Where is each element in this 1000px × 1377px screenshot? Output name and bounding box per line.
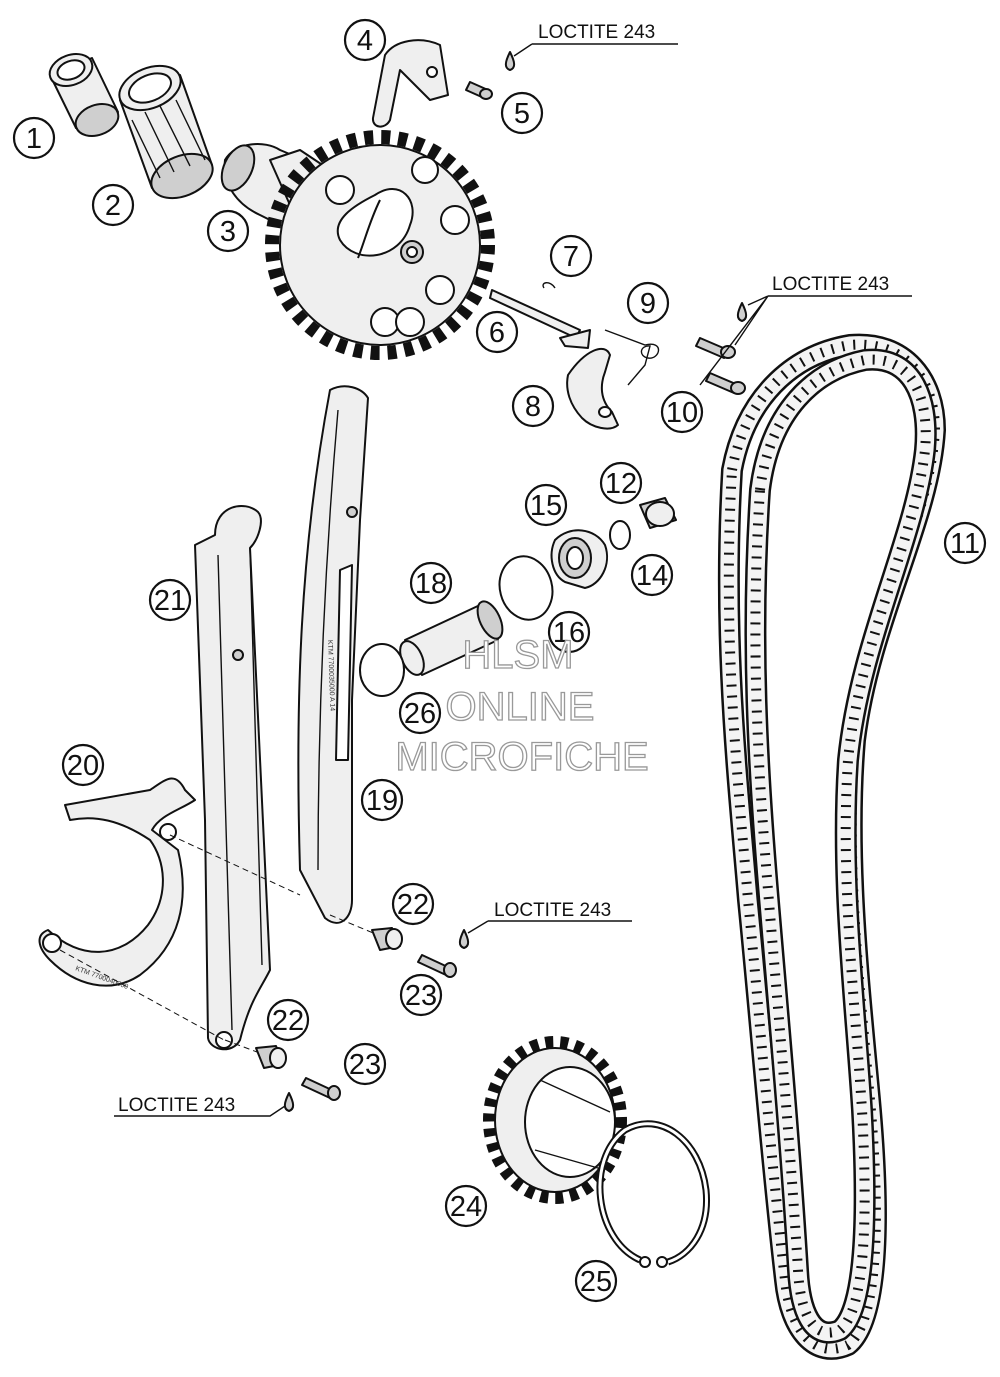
svg-text:HLSM: HLSM	[462, 633, 573, 677]
svg-text:MICROFICHE: MICROFICHE	[395, 735, 648, 779]
callout-25: 25	[574, 1259, 618, 1303]
callout-8: 8	[511, 384, 555, 428]
svg-text:9: 9	[640, 288, 656, 320]
callout-18: 18	[409, 561, 453, 605]
callout-7: 7	[549, 234, 593, 278]
callout-12: 12	[599, 461, 643, 505]
svg-text:ONLINE: ONLINE	[446, 685, 595, 729]
cam-sprocket-part	[265, 130, 495, 360]
bracket-plate-part	[371, 39, 449, 128]
svg-text:22: 22	[272, 1005, 304, 1037]
callout-2: 2	[91, 183, 135, 227]
alignment-line	[59, 834, 391, 1056]
svg-text:6: 6	[489, 317, 505, 349]
callout-10: 10	[660, 390, 704, 434]
crankshaft-sprocket-part	[483, 1036, 627, 1204]
callout-23-lower: 23	[343, 1042, 387, 1086]
spacer-sleeve-parts	[255, 927, 403, 1069]
callout-21: 21	[148, 578, 192, 622]
seal-ring-part-16	[498, 555, 554, 621]
svg-text:18: 18	[415, 568, 447, 600]
svg-text:1: 1	[26, 123, 42, 155]
loctite-note-1: LOCTITE 243	[513, 22, 678, 57]
svg-text:10: 10	[666, 397, 698, 429]
callout-4: 4	[343, 18, 387, 62]
svg-text:LOCTITE 243: LOCTITE 243	[494, 900, 611, 921]
svg-text:12: 12	[605, 468, 637, 500]
svg-text:25: 25	[580, 1266, 612, 1298]
callout-1: 1	[12, 116, 56, 160]
callout-22-upper: 22	[391, 882, 435, 926]
chain-guide-part: KTM 7700040000	[38, 777, 196, 991]
svg-text:4: 4	[357, 25, 373, 57]
callout-23-upper: 23	[399, 973, 443, 1017]
svg-text:3: 3	[220, 216, 236, 248]
spring-part	[604, 329, 660, 386]
svg-text:20: 20	[67, 750, 99, 782]
svg-text:23: 23	[349, 1049, 381, 1081]
callout-16: 16	[547, 610, 591, 654]
loctite-note-2: LOCTITE 243	[699, 274, 912, 386]
svg-text:26: 26	[404, 698, 436, 730]
callout-24: 24	[444, 1184, 488, 1228]
seal-ring-part-26	[359, 643, 405, 697]
callout-26: 26	[398, 691, 442, 735]
callout-11: 11	[943, 521, 987, 565]
tensioner-piston-part	[399, 600, 504, 676]
svg-text:8: 8	[525, 391, 541, 423]
callout-5: 5	[500, 91, 544, 135]
callout-3: 3	[206, 209, 250, 253]
svg-text:LOCTITE 243: LOCTITE 243	[538, 22, 655, 43]
svg-text:KTM 7700035000 A 14: KTM 7700035000 A 14	[326, 640, 335, 712]
bolt-parts	[301, 954, 457, 1101]
svg-text:7: 7	[563, 241, 579, 273]
svg-text:16: 16	[553, 617, 585, 649]
circlip-part	[596, 1120, 710, 1268]
svg-text:19: 19	[366, 785, 398, 817]
timing-chain-part	[717, 333, 946, 1360]
svg-text:22: 22	[397, 889, 429, 921]
loctite-drop-icons	[283, 51, 748, 1112]
callout-15: 15	[524, 483, 568, 527]
loctite-note-3: LOCTITE 243	[467, 900, 632, 934]
watermark: HLSM ONLINE MICROFICHE	[395, 632, 650, 779]
svg-text:2: 2	[105, 190, 121, 222]
roller-bearing-part	[118, 64, 214, 200]
loctite-note-4: LOCTITE 243	[114, 1095, 286, 1117]
decompressor-weight-part	[566, 347, 619, 430]
seal-ring-part-14	[609, 520, 631, 550]
svg-text:LOCTITE 243: LOCTITE 243	[772, 274, 889, 295]
guide-rail-part	[194, 504, 271, 1051]
callout-9: 9	[626, 281, 670, 325]
callout-6: 6	[475, 310, 519, 354]
callout-14: 14	[630, 553, 674, 597]
svg-text:21: 21	[154, 585, 186, 617]
svg-text:15: 15	[530, 490, 562, 522]
screws-part-10	[695, 337, 746, 395]
svg-text:14: 14	[636, 560, 668, 592]
tensioner-rail-part: KTM 7700035000 A 14	[297, 385, 369, 924]
screw-part-5	[465, 81, 493, 100]
decompressor-shaft-part	[489, 289, 591, 349]
svg-text:23: 23	[405, 980, 437, 1012]
svg-text:24: 24	[450, 1191, 482, 1223]
callout-22-lower: 22	[266, 998, 310, 1042]
svg-text:LOCTITE 243: LOCTITE 243	[118, 1095, 235, 1116]
needle-bearing-part	[48, 53, 120, 137]
callout-20: 20	[61, 743, 105, 787]
callout-19: 19	[360, 778, 404, 822]
plug-screw-part	[639, 497, 677, 529]
tensioner-housing-part	[550, 529, 608, 589]
svg-text:11: 11	[950, 528, 980, 560]
svg-text:5: 5	[514, 98, 530, 130]
clip-part	[542, 282, 556, 289]
